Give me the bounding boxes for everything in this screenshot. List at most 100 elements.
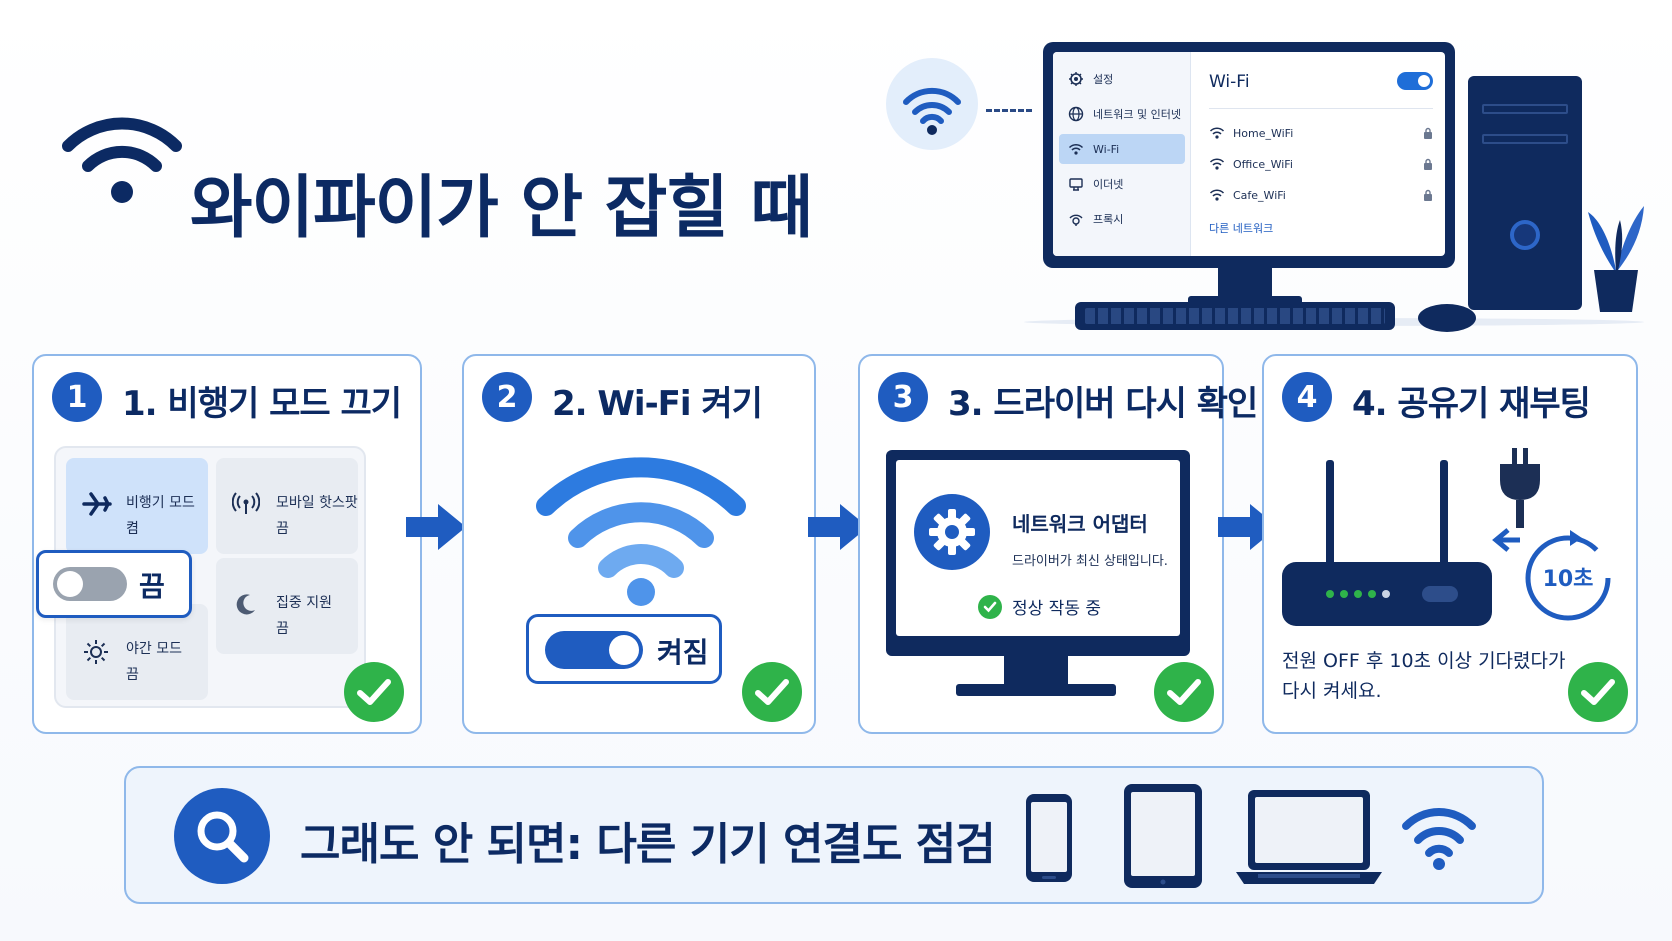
drive-bay <box>1482 134 1568 144</box>
arrow-right-icon <box>406 504 466 550</box>
wifi-icon <box>1209 127 1225 139</box>
sidebar-item-ethernet[interactable]: 이더넷 <box>1059 169 1185 199</box>
monitor-base <box>956 684 1116 696</box>
gear-icon <box>1067 70 1085 88</box>
refresh-timer-icon: 10초 <box>1492 528 1611 621</box>
title-block: 와이파이가 안 잡힐 때 <box>62 110 902 250</box>
status-row: 정상 작동 중 <box>978 594 1101 619</box>
search-icon <box>174 788 270 884</box>
wifi-icon <box>536 457 746 606</box>
network-item[interactable]: Office_WiFi <box>1209 153 1433 175</box>
lock-icon <box>1424 158 1432 170</box>
settings-sidebar: 설정 네트워크 및 인터넷 Wi-Fi 이더넷 <box>1053 52 1191 256</box>
tile-state: 끔 <box>126 667 139 683</box>
sidebar-item-label: 이더넷 <box>1093 178 1124 191</box>
toggle-track <box>545 631 643 669</box>
checkmark-icon <box>1154 662 1214 722</box>
wifi-icon <box>1402 808 1476 870</box>
airplane-mode-toggle[interactable]: 끔 <box>36 550 192 618</box>
sidebar-item-settings[interactable]: 설정 <box>1059 64 1185 94</box>
network-name: Cafe_WiFi <box>1233 188 1286 202</box>
divider <box>1209 108 1433 109</box>
arrow-right-icon <box>808 504 868 550</box>
page-title: 와이파이가 안 잡힐 때 <box>190 169 813 248</box>
other-networks-link[interactable]: 다른 네트워크 <box>1209 222 1274 235</box>
driver-monitor: 네트워크 어댑터 드라이버가 최신 상태입니다. 정상 작동 중 <box>886 450 1190 656</box>
keyboard <box>1075 302 1395 330</box>
sidebar-item-label: 네트워크 및 인터넷 <box>1093 108 1181 121</box>
toggle-track <box>53 567 127 601</box>
wifi-settings-panel: Wi-Fi Home_WiFi Office_WiFi Cafe_WiFi 다른… <box>1191 52 1445 256</box>
step-card-1: 1 1. 비행기 모드 끄기 비행기 모드 켬 모바일 핫스팟 끔 <box>32 354 422 734</box>
sidebar-item-network[interactable]: 네트워크 및 인터넷 <box>1059 99 1185 129</box>
monitor-stand <box>1004 656 1068 686</box>
sidebar-item-label: 프록시 <box>1093 213 1124 226</box>
bottom-tip-bar: 그래도 안 되면: 다른 기기 연결도 점검 <box>124 766 1544 904</box>
wifi-icon <box>1209 189 1225 201</box>
step-title: 3. 드라이버 다시 확인 <box>948 384 1258 424</box>
tile-state: 끔 <box>276 521 289 537</box>
moon-icon <box>232 592 258 622</box>
phone-icon <box>1026 794 1072 882</box>
step-number-badge: 4 <box>1282 372 1332 422</box>
wifi-icon <box>62 117 182 203</box>
sun-icon <box>82 638 110 670</box>
step-number-badge: 3 <box>878 372 928 422</box>
network-name: Office_WiFi <box>1233 157 1293 171</box>
step-title: 4. 공유기 재부팅 <box>1352 384 1591 424</box>
wifi-badge <box>886 58 978 150</box>
router-icon <box>1282 460 1492 626</box>
power-button <box>1510 220 1540 250</box>
reboot-instruction-line: 다시 켜세요. <box>1282 680 1382 702</box>
tile-airplane-mode[interactable]: 비행기 모드 켬 <box>66 458 208 554</box>
tile-state: 끔 <box>276 621 289 637</box>
keyboard-keys <box>1085 308 1385 324</box>
connector-dashes <box>986 109 1032 112</box>
tile-label: 비행기 모드 <box>126 495 195 511</box>
wifi-toggle[interactable]: 켜짐 <box>526 614 722 684</box>
checkmark-icon <box>344 662 404 722</box>
proxy-icon <box>1067 210 1085 228</box>
sidebar-item-label: Wi-Fi <box>1093 142 1120 156</box>
tile-night-light[interactable]: 야간 모드 끔 <box>66 604 208 700</box>
network-item[interactable]: Cafe_WiFi <box>1209 184 1433 206</box>
wifi-icon <box>1067 140 1085 158</box>
mouse <box>1418 304 1476 332</box>
hotspot-icon <box>231 492 261 520</box>
status-label: 정상 작동 중 <box>1012 599 1102 619</box>
timer-label: 10초 <box>1543 567 1594 592</box>
sidebar-item-proxy[interactable]: 프록시 <box>1059 204 1185 234</box>
tile-state: 켬 <box>126 521 139 537</box>
step-number-badge: 2 <box>482 372 532 422</box>
step-card-4: 4 4. 공유기 재부팅 10초 <box>1262 354 1638 734</box>
settings-window: 설정 네트워크 및 인터넷 Wi-Fi 이더넷 <box>1053 52 1445 256</box>
network-item[interactable]: Home_WiFi <box>1209 122 1433 144</box>
laptop-icon <box>1236 790 1382 884</box>
tile-mobile-hotspot[interactable]: 모바일 핫스팟 끔 <box>216 458 358 554</box>
globe-icon <box>1067 105 1085 123</box>
plant-icon <box>1588 206 1644 312</box>
step-number-badge: 1 <box>52 372 102 422</box>
panel-title: Wi-Fi <box>1209 72 1250 92</box>
pc-tower <box>1468 76 1582 310</box>
adapter-title: 네트워크 어댑터 <box>1012 512 1148 536</box>
reboot-instruction: 전원 OFF 후 10초 이상 기다렸다가 다시 켜세요. <box>1282 646 1572 706</box>
ethernet-icon <box>1067 175 1085 193</box>
check-circle-icon <box>978 594 1002 619</box>
tile-label: 야간 모드 <box>126 641 182 657</box>
wifi-toggle[interactable] <box>1397 72 1433 90</box>
bottom-tip-text: 그래도 안 되면: 다른 기기 연결도 점검 <box>300 819 996 870</box>
sidebar-item-label: 설정 <box>1093 73 1114 86</box>
lock-icon <box>1424 127 1432 139</box>
drive-bay <box>1482 104 1568 114</box>
wifi-icon <box>903 87 961 135</box>
step-title: 2. Wi-Fi 켜기 <box>552 384 763 424</box>
power-plug-icon <box>1500 448 1540 528</box>
toggle-label: 끔 <box>139 570 165 603</box>
lock-icon <box>1424 189 1432 201</box>
sidebar-item-wifi[interactable]: Wi-Fi <box>1059 134 1185 164</box>
gear-icon <box>914 494 990 570</box>
step-title: 1. 비행기 모드 끄기 <box>122 384 402 424</box>
tile-focus-assist[interactable]: 집중 지원 끔 <box>216 558 358 654</box>
